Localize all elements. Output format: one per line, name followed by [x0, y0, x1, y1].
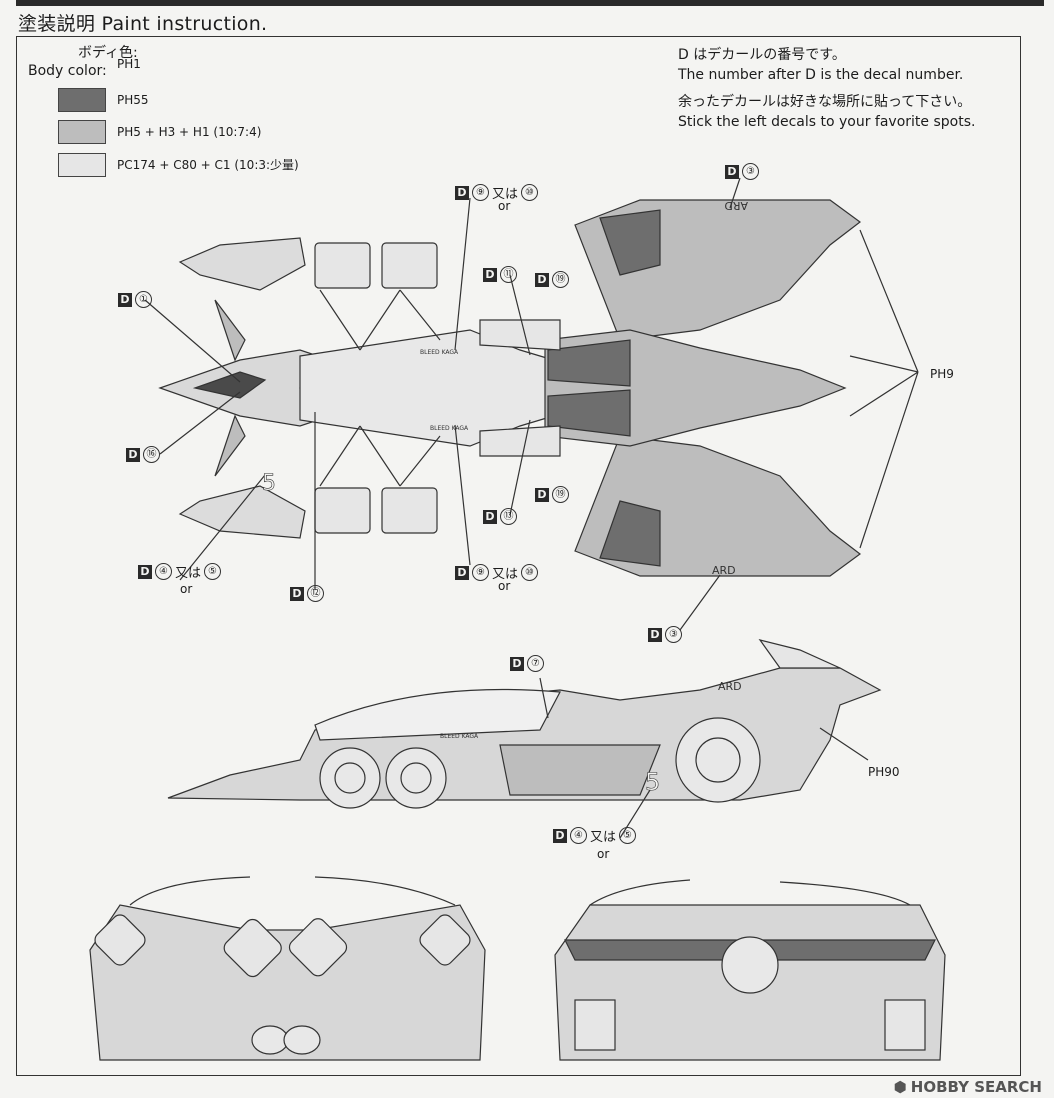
swatch-dark	[58, 88, 106, 112]
side-view-drawing	[167, 639, 882, 839]
bleed-text-top: BLEED KAGA	[420, 349, 459, 356]
bleed-text-side: BLEED KAGA	[440, 733, 479, 740]
ard-text-top: ARD	[724, 199, 748, 212]
hobby-search-watermark: ⬢ HOBBY SEARCH	[893, 1078, 1042, 1096]
header-rule	[16, 0, 1044, 6]
or-text-top: or	[498, 199, 511, 213]
or-text-bottom: or	[498, 579, 511, 593]
or-text-side: or	[597, 847, 610, 861]
swatch-mid	[58, 120, 106, 144]
top-view-drawing	[144, 177, 919, 631]
number-decal-side: 5	[645, 768, 660, 796]
rear-view-drawing	[554, 879, 946, 1061]
front-view-drawing	[89, 876, 486, 1061]
ard-text-side: ARD	[718, 680, 742, 693]
paint-callout-ph90: PH90	[868, 765, 900, 779]
swatch-mid-formula: PH5 + H3 + H1 (10:7:4)	[117, 125, 262, 139]
hobby-search-logo-icon: ⬢	[893, 1078, 907, 1096]
swatch-light	[58, 153, 106, 177]
header-band: 塗装説明 Paint instruction.	[0, 0, 1054, 38]
swatch-light-formula: PC174 + C80 + C1 (10:3:少量)	[117, 158, 299, 172]
note-line2-en: Stick the left decals to your favorite s…	[678, 114, 976, 130]
note-line2-jp: 余ったデカールは好きな場所に貼って下さい。	[678, 94, 972, 110]
instruction-frame	[16, 36, 1021, 1076]
body-color-label-en: Body color:	[28, 63, 107, 79]
or-text-left: or	[180, 582, 193, 596]
page-title: 塗装説明 Paint instruction.	[18, 13, 268, 35]
paint-callout-ph9: PH9	[930, 367, 954, 381]
body-color-label-jp: ボディ色:	[78, 45, 138, 61]
note-line1-en: The number after D is the decal number.	[678, 67, 964, 83]
body-color-code: PH1	[117, 57, 141, 71]
number-decal-top: 5	[262, 471, 276, 496]
ard-text-bottom: ARD	[712, 564, 736, 577]
bleed-text-bottom: BLEED KAGA	[430, 425, 469, 432]
note-line1-jp: D はデカールの番号です。	[678, 47, 846, 63]
swatch-dark-formula: PH55	[117, 93, 149, 107]
